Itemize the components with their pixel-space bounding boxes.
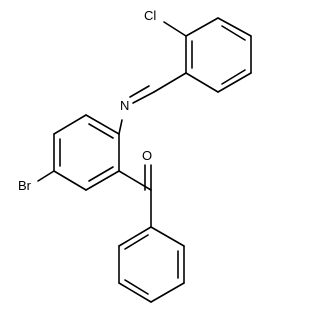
bromophenyl-ring <box>53 114 120 191</box>
molecule-drawing: Cl N O Br <box>18 8 252 303</box>
nitrogen-atom-label: N <box>120 98 129 113</box>
structure-canvas: Cl N O Br <box>18 8 252 303</box>
imine-linkage <box>118 72 187 135</box>
c-br-bond <box>37 170 55 182</box>
chlorophenyl-ring <box>185 17 252 93</box>
carbonyl-group <box>118 164 152 228</box>
bromine-atom-label: Br <box>18 178 32 193</box>
oxygen-atom-label: O <box>142 148 152 163</box>
c-cl-bond <box>163 21 187 37</box>
chlorine-atom-label: Cl <box>144 8 156 23</box>
phenyl-ring <box>118 226 185 303</box>
